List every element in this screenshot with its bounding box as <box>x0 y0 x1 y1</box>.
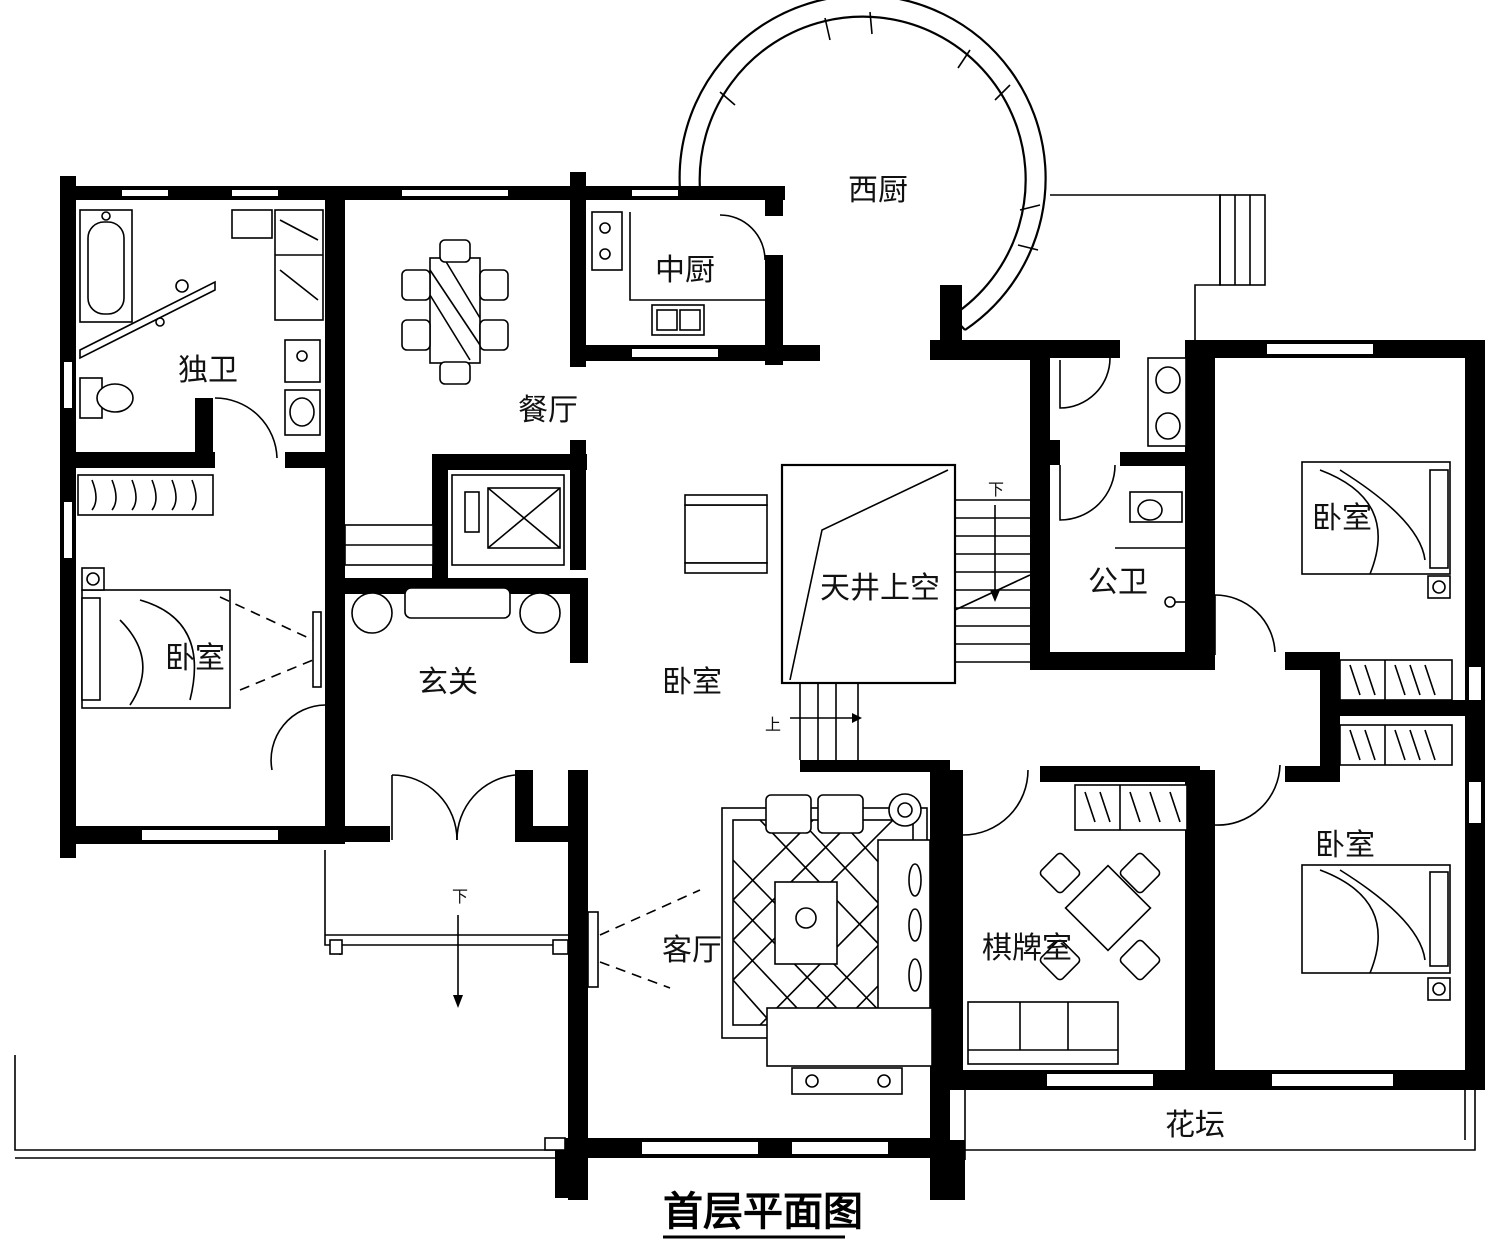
label-dining: 餐厅 <box>518 393 578 428</box>
porch <box>14 850 1476 1160</box>
label-western-kitchen: 西厨 <box>848 173 908 208</box>
public-bath-fixtures <box>1059 357 1188 608</box>
elevator <box>451 474 565 566</box>
west-kitchen-wall <box>678 0 1047 331</box>
label-flower-bed: 花坛 <box>1165 1108 1225 1143</box>
label-public-bath: 公卫 <box>1088 565 1148 600</box>
stair-treads <box>799 499 1030 760</box>
label-atrium: 天井上空 <box>820 571 940 606</box>
chess-room-furniture <box>962 769 1188 1065</box>
label-private-bath: 独卫 <box>178 353 238 388</box>
foyer-furniture <box>270 494 768 841</box>
label-living: 客厅 <box>662 933 722 968</box>
living-room-furniture <box>587 793 933 1095</box>
label-bedroom-ne: 卧室 <box>1312 501 1372 536</box>
room-labels: 西厨 中厨 独卫 餐厅 卧室 玄关 卧室 天井上空 公卫 卧室 卧室 棋牌室 客… <box>165 173 1375 1143</box>
kitchen-fixtures <box>591 211 765 336</box>
label-chess-room: 棋牌室 <box>982 931 1072 966</box>
ne-bedroom-furniture <box>1214 461 1453 701</box>
label-stair-down: 下 <box>988 480 1004 499</box>
label-bedroom-center: 卧室 <box>662 665 722 700</box>
plan-title: 首层平面图 <box>663 1189 863 1239</box>
label-stair-up: 上 <box>765 715 781 734</box>
private-bath-fixtures <box>79 209 324 459</box>
se-bedroom-furniture <box>1214 724 1453 1001</box>
atrium-and-stair <box>780 463 1031 760</box>
title-text: 首层平面图 <box>663 1189 863 1235</box>
label-chinese-kitchen: 中厨 <box>655 253 715 288</box>
walls <box>60 172 1485 1200</box>
label-porch-down: 下 <box>452 887 468 906</box>
label-bedroom-west: 卧室 <box>165 641 225 676</box>
west-bedroom-furniture <box>77 474 322 709</box>
label-bedroom-se: 卧室 <box>1315 828 1375 863</box>
dining-table-set <box>344 239 509 566</box>
label-foyer: 玄关 <box>418 665 478 700</box>
balcony-ne <box>1050 194 1266 340</box>
